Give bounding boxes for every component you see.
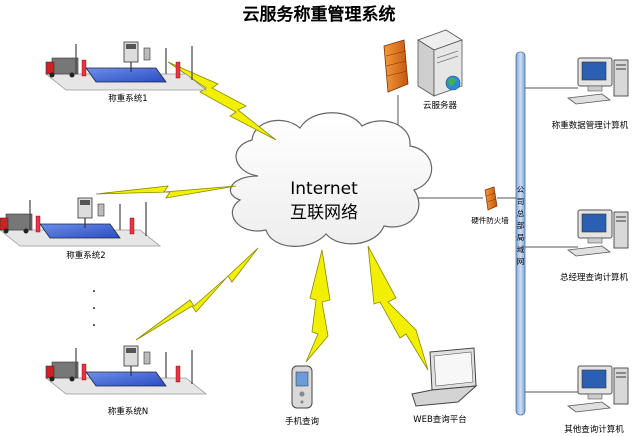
web-platform-label: WEB查询平台	[413, 414, 467, 425]
mobile-phone-icon	[291, 365, 313, 409]
weigh-station-2-label: 称重系统2	[66, 250, 105, 261]
hardware-firewall-icon	[484, 186, 498, 211]
hardware-firewall-label: 硬件防火墙	[471, 215, 509, 225]
svg-text:·: ·	[92, 318, 96, 334]
svg-text:部: 部	[517, 220, 525, 230]
cloud-server-icon	[417, 29, 463, 97]
weigh-station-2	[0, 197, 161, 247]
svg-text:司: 司	[517, 197, 525, 206]
svg-text:·: ·	[92, 301, 96, 317]
internet-cn-label: 互联网络	[290, 203, 358, 223]
bolt-mobile	[305, 249, 331, 363]
internet-label: Internet	[290, 179, 358, 199]
server-firewall-icon	[383, 39, 409, 93]
lan-label: 公 司 总 部 局 域 网	[517, 185, 525, 266]
ellipsis-dots: · · ·	[92, 284, 96, 334]
computer-icon-1	[567, 57, 629, 105]
svg-text:域: 域	[517, 244, 525, 254]
lan-backbone-bar	[515, 51, 526, 416]
weigh-station-N-label: 称重系统N	[108, 406, 148, 417]
computer-icon-3	[567, 365, 629, 413]
bolt-system2	[95, 185, 237, 199]
svg-text:总: 总	[517, 208, 525, 218]
computer-icon-2	[567, 209, 629, 257]
weigh-station-1-label: 称重系统1	[108, 93, 147, 104]
computer-3-label: 其他查询计算机	[564, 424, 624, 435]
bolt-system1	[167, 61, 277, 141]
mobile-label: 手机查询	[285, 416, 319, 427]
computer-1-label: 称重数据管理计算机	[552, 120, 629, 131]
computer-2-label: 总经理查询计算机	[560, 272, 629, 283]
cloud-server-label: 云服务器	[423, 100, 458, 111]
svg-text:网: 网	[517, 257, 525, 266]
weigh-station-N	[45, 345, 207, 395]
svg-text:局: 局	[517, 233, 525, 242]
diagram-title: 云服务称重管理系统	[243, 4, 396, 25]
bolt-systemN	[135, 247, 259, 341]
svg-text:·: ·	[92, 284, 96, 300]
svg-text:公: 公	[517, 185, 525, 194]
bolt-web	[367, 245, 429, 371]
laptop-icon	[411, 347, 478, 407]
weigh-station-1	[45, 41, 207, 91]
internet-cloud: Internet 互联网络	[229, 112, 433, 247]
